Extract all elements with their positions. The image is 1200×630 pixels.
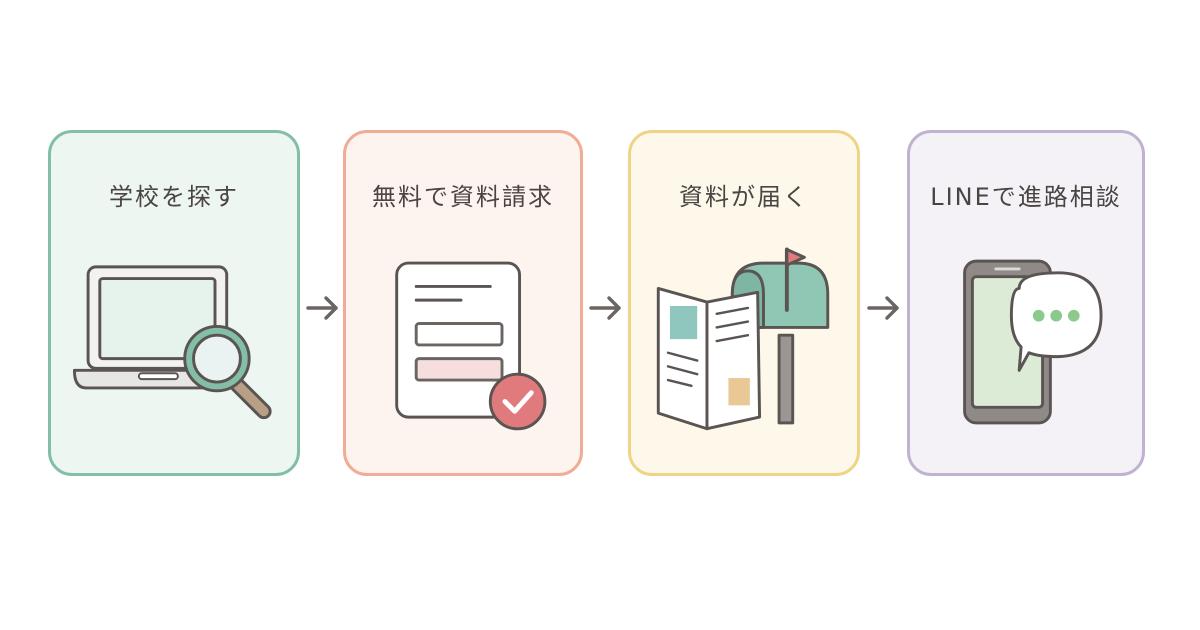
arrow-right-icon bbox=[867, 296, 899, 320]
mailbox-brochure-icon bbox=[656, 247, 830, 431]
step-card-search-school: 学校を探す bbox=[48, 130, 300, 476]
step-card-line-consultation: LINEで進路相談 bbox=[907, 130, 1145, 476]
laptop-magnifier-icon bbox=[72, 265, 272, 420]
step-card-request-materials: 無料で資料請求 bbox=[343, 130, 583, 476]
step-title-materials-arrive: 資料が届く bbox=[679, 183, 809, 211]
arrow-right-icon bbox=[589, 296, 621, 320]
step-title-line-consultation: LINEで進路相談 bbox=[930, 183, 1122, 211]
form-check-icon bbox=[395, 261, 547, 431]
arrow-right-icon bbox=[306, 296, 338, 320]
step-card-materials-arrive: 資料が届く bbox=[628, 130, 860, 476]
smartphone-chat-icon bbox=[963, 259, 1103, 425]
step-title-request-materials: 無料で資料請求 bbox=[372, 183, 554, 211]
step-title-search-school: 学校を探す bbox=[109, 183, 239, 211]
